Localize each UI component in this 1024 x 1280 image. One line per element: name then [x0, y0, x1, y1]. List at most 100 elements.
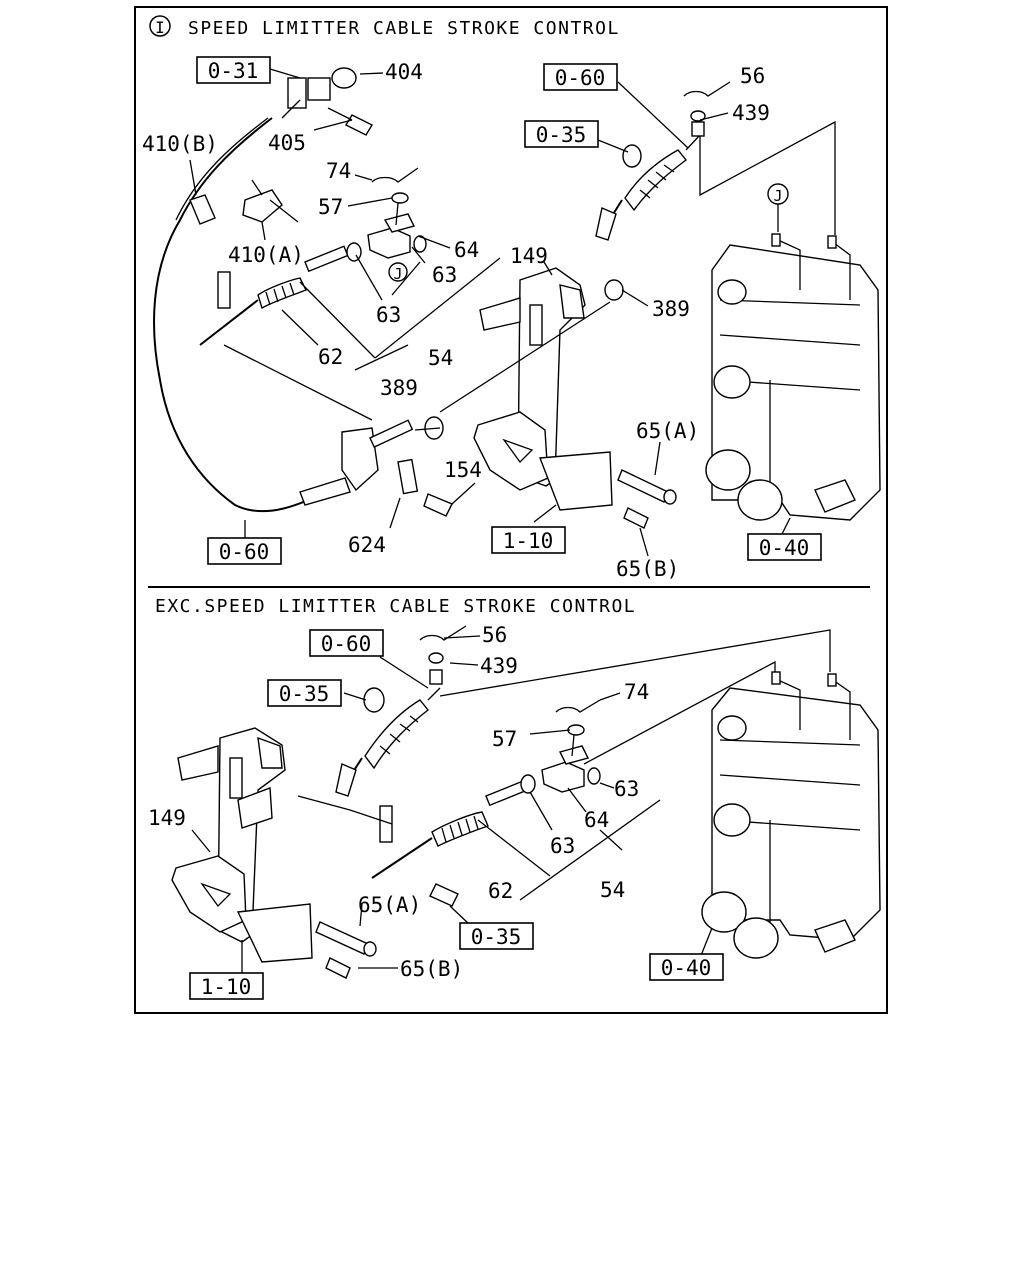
plate-624: [397, 458, 419, 495]
svg-text:0-40: 0-40: [759, 536, 810, 560]
bracket-149: [473, 267, 613, 511]
label-149-top: 149: [510, 244, 548, 268]
section-marker-label: I: [155, 18, 165, 37]
label-439-bottom: 439: [480, 654, 518, 678]
label-64-bottom: 64: [584, 808, 609, 832]
cotter-74: [371, 167, 419, 183]
label-56-bottom: 56: [482, 623, 507, 647]
ref-box-1-10-top: 1-10: [491, 526, 566, 554]
svg-text:0-35: 0-35: [536, 123, 587, 147]
ref-box-0-35-bottom-upper: 0-35: [267, 679, 342, 707]
nut-63-bottom-left: [520, 774, 536, 794]
bracket-64-bottom: [541, 745, 601, 793]
svg-text:0-60: 0-60: [555, 66, 606, 90]
clamp-410a: [189, 179, 299, 225]
label-j-pump: J: [773, 187, 782, 205]
label-62-bottom: 62: [488, 879, 513, 903]
label-57-top: 57: [318, 195, 343, 219]
bolt-0-35-bottom-upper: [363, 687, 385, 713]
diagram-frame: [134, 6, 888, 1014]
marker-j-top: [388, 262, 408, 282]
cable-410-loop: [153, 117, 331, 513]
cotter-56-bottom: [419, 625, 467, 641]
svg-text:1-10: 1-10: [201, 975, 252, 999]
label-65a-bottom: 65(A): [358, 893, 421, 917]
washer-439-bottom: [428, 652, 444, 685]
cable-end-bracket: [299, 419, 414, 506]
injection-pump-top: [705, 233, 881, 521]
top-section-title: SPEED LIMITTER CABLE STROKE CONTROL: [188, 18, 620, 39]
ref-box-0-40-bottom: 0-40: [649, 953, 724, 981]
label-56-top: 56: [740, 64, 765, 88]
label-63-top-left: 63: [376, 303, 401, 327]
leaders-top: [189, 68, 836, 557]
svg-text:0-31: 0-31: [208, 59, 259, 83]
bolt-154: [423, 493, 453, 517]
cable-410-outline: [175, 117, 269, 221]
washer-439: [690, 110, 706, 137]
cable-assembly-54: [199, 245, 349, 346]
bottom-section: EXC.SPEED LIMITTER CABLE STROKE CONTROL: [148, 596, 881, 1000]
bolt-65a-bottom: [315, 921, 377, 957]
injection-pump-bottom: [701, 671, 881, 959]
bolt-0-35-bottom-lower: [429, 883, 459, 907]
label-74-top: 74: [326, 159, 351, 183]
ref-box-0-35-bottom-lower: 0-35: [459, 922, 534, 950]
label-64-top: 64: [454, 238, 479, 262]
bolt-0-35-upper: [622, 144, 642, 168]
label-149-bottom: 149: [148, 806, 186, 830]
bracket-64: [367, 213, 427, 259]
bolt-65a: [617, 469, 677, 505]
cotter-56: [683, 81, 731, 97]
bolt-65b-bottom: [325, 957, 351, 979]
label-65a-top: 65(A): [636, 419, 699, 443]
svg-text:1-10: 1-10: [503, 529, 554, 553]
label-62-top: 62: [318, 345, 343, 369]
label-389-upper: 389: [652, 297, 690, 321]
nut-63-upper: [346, 242, 362, 262]
label-405: 405: [268, 131, 306, 155]
label-404: 404: [385, 60, 423, 84]
ref-box-0-60-bottom-left: 0-60: [207, 537, 282, 565]
bracket-149-bottom: [171, 727, 313, 963]
cable-assembly-54-bottom: [371, 780, 528, 879]
label-65b-top: 65(B): [616, 557, 679, 581]
label-63-bottom-right: 63: [614, 777, 639, 801]
bolt-405: [327, 107, 373, 136]
section-marker-circle: [149, 15, 171, 37]
ref-box-0-60-bottom: 0-60: [309, 629, 384, 657]
ref-box-0-60-top: 0-60: [543, 63, 618, 91]
cable-clip-bracket: [281, 67, 357, 119]
ref-box-0-35-top: 0-35: [524, 120, 599, 148]
top-section: I SPEED LIMITTER CABLE STROKE CONTROL: [142, 15, 881, 581]
ref-box-0-31: 0-31: [196, 56, 271, 84]
label-410a: 410(A): [228, 243, 304, 267]
pin-57-bottom: [567, 724, 585, 757]
ref-box-0-40-top: 0-40: [747, 533, 822, 561]
svg-text:0-35: 0-35: [279, 682, 330, 706]
cotter-74-bottom: [555, 699, 601, 713]
label-54-top: 54: [428, 346, 453, 370]
label-63-bottom-left: 63: [550, 834, 575, 858]
label-74-bottom: 74: [624, 680, 649, 704]
label-439-top: 439: [732, 101, 770, 125]
label-65b-bottom: 65(B): [400, 957, 463, 981]
bolt-65b: [623, 507, 649, 529]
label-624: 624: [348, 533, 386, 557]
cable-assembly-upper: [595, 134, 701, 241]
svg-text:0-60: 0-60: [321, 632, 372, 656]
leaders-bottom: [191, 629, 831, 976]
label-j-top: J: [393, 265, 402, 283]
svg-text:0-40: 0-40: [661, 956, 712, 980]
svg-text:0-60: 0-60: [219, 540, 270, 564]
label-389-lower: 389: [380, 376, 418, 400]
ref-box-1-10-bottom: 1-10: [189, 972, 264, 1000]
label-410b: 410(B): [142, 132, 218, 156]
nut-389-upper: [604, 279, 624, 301]
label-63-top-right: 63: [432, 263, 457, 287]
cable-assembly-upper-bottom: [335, 687, 441, 797]
label-154: 154: [444, 458, 482, 482]
bottom-section-title: EXC.SPEED LIMITTER CABLE STROKE CONTROL: [155, 596, 636, 617]
label-57-bottom: 57: [492, 727, 517, 751]
label-54-bottom: 54: [600, 878, 625, 902]
